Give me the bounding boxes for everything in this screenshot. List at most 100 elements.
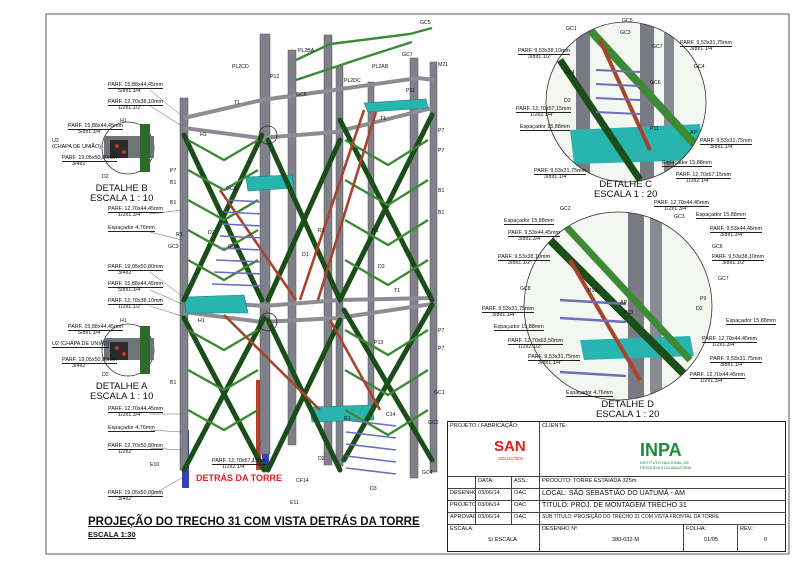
part-label-pl2ba: PL2BA	[298, 48, 315, 54]
drawing-no-value: 380-032-M	[612, 537, 640, 543]
detail-d-part: AP	[620, 300, 627, 306]
callout-text: PARF. 12,70x44,45mm	[108, 206, 164, 213]
callout-text: 1/2x1.3/4"	[118, 412, 143, 418]
callout-text: 1/2x1.3/4"	[118, 212, 143, 218]
callout-text: 3/8x1.1/4"	[690, 46, 715, 52]
x-bracing	[181, 112, 435, 473]
part-label-p7: P7	[438, 128, 445, 134]
callout-text: 3/8x1.1/4"	[544, 174, 569, 180]
part-label-d2: D2	[208, 230, 215, 236]
sig-cell: OAC	[512, 489, 540, 501]
main-tower	[179, 26, 438, 488]
part-label-pl2ab: PL2AB	[372, 64, 389, 70]
date-cell: 03/06/14	[476, 513, 512, 525]
callout-text: PARF. 12,70x44,45mm	[654, 200, 710, 207]
part-label-gc5: GC5	[420, 20, 431, 26]
part-label-gc6: GC6	[296, 92, 307, 98]
callout-text: Espaçador 4,76mm	[108, 425, 155, 432]
callout-text: Espaçador 4,76mm	[108, 225, 155, 232]
client-label: CLIENTE:	[542, 423, 568, 429]
detail-c-part: D2	[564, 98, 571, 104]
callout-text: PARF. 9,53x38,10mm	[498, 254, 551, 261]
callout-text: PARF. 9,53x38,10mm	[712, 254, 765, 261]
callout-text: PARF. 12,70x57,15mm	[676, 172, 732, 179]
callout-text: PARF. 19,05x50,80mm	[108, 264, 164, 271]
detail-c-part: GC4	[694, 64, 705, 70]
callout-text: 1/2x2.1/4"	[686, 178, 711, 184]
callout-text: 3/4x2"	[72, 363, 88, 369]
part-label-p7: P7	[438, 346, 445, 352]
fabricator-label: PROJETO / FABRICAÇÃO:	[450, 423, 519, 429]
scale-cell: ESCALA: S/ ESCALA	[448, 525, 540, 552]
detail-marker-a	[258, 312, 278, 332]
callout-text: 3/8x1.1/4"	[710, 144, 735, 150]
part-label-p12: P12	[270, 74, 280, 80]
callout-text: PARF. 19,05x50,80mm	[62, 357, 118, 364]
part-label-m21: M21	[438, 62, 449, 68]
part-label-r1: R1	[318, 228, 325, 234]
part-label-gc2: GC2	[428, 420, 439, 426]
part-label-r1: R1	[372, 228, 379, 234]
callout-text: 3/8x1.1/2"	[508, 260, 533, 266]
back-of-tower-label: DETRÁS DA TORRE	[196, 473, 283, 483]
callout-text: PARF. 9,53x44,45mm	[710, 226, 763, 233]
detail-c-part: GC4	[564, 70, 575, 76]
drawing-no-label: DESENHO Nº	[542, 526, 578, 532]
callout-text: PARF. 12,70x50,80mm	[108, 443, 164, 450]
detail-d-part: GC7	[718, 276, 729, 282]
date-cell: 03/06/14	[476, 489, 512, 501]
callout-text: PARF. 12,70x38,10mm	[108, 298, 164, 305]
part-label-r1: R1	[176, 232, 183, 238]
callout-text: 1/2x2"	[118, 449, 134, 455]
callout-text: 1/2x1.3/4"	[700, 378, 725, 384]
part-label-p7: P7	[438, 148, 445, 154]
part-label-gc4: GC4	[228, 244, 239, 250]
callout-text: 3/8x1.1/2"	[722, 260, 747, 266]
callout-text: 1/2x1.3/4"	[712, 342, 737, 348]
part-label-b1: B1	[170, 200, 177, 206]
part-label-b1: B1	[170, 180, 177, 186]
callout-text: PARF. 9,53x31,75mm	[534, 168, 587, 175]
ladder-rungs	[211, 199, 397, 475]
detail-c-part: AP	[690, 130, 697, 136]
callout-text: 5/8x1.3/4"	[78, 129, 103, 135]
callout-text: 3/4x2"	[118, 496, 134, 502]
tb-blank	[448, 477, 476, 489]
date-cell: 03/06/14	[476, 501, 512, 513]
part-label-gc8: GC8	[226, 186, 237, 192]
callout-text: 1/2x1.1/2"	[118, 105, 143, 111]
callout-text: U2	[52, 138, 59, 144]
callout-text: Espaçador 15,88mm	[696, 212, 746, 219]
inpa-sub1: INSTITUTO NACIONAL DE	[640, 460, 690, 465]
callout-text: PARF. 19,05x50,80mm	[62, 155, 118, 162]
detail-a-circle	[101, 323, 155, 377]
san-logo-sub: SOLUÇÕES	[498, 456, 524, 461]
part-label-pl2cd: PL2CD	[232, 64, 249, 70]
rev-value: 0	[764, 537, 768, 543]
callout-text: 5/8x1.3/4"	[118, 88, 143, 94]
role-cell: PROJETO	[448, 501, 476, 513]
detail-c-part: GC7	[652, 44, 663, 50]
part-label-gc4: GC4	[422, 470, 433, 476]
callout-text: PARF. 9,53x38,10mm	[518, 48, 571, 55]
detail-marker-b	[258, 125, 278, 145]
callout-text: Espaçador 15,88mm	[504, 218, 554, 225]
rev-label: REV.:	[740, 526, 755, 532]
callout-text: 3/8x1.1/4"	[538, 360, 563, 366]
rev-cell: REV.: 0	[738, 525, 786, 552]
callout-text: PARF. 9,53x31,75mm	[482, 306, 535, 313]
detail-c-part: GC3	[620, 30, 631, 36]
location-cell: LOCAL: SÃO SEBASTIÃO DO UATUMÃ - AM	[540, 489, 786, 501]
part-label-d1: D1	[302, 252, 309, 258]
part-label-e10: E10	[150, 462, 160, 468]
callout-text: PARF. 9,53x44,45mm	[508, 230, 561, 237]
subtitle-cell: SUB TÍTULO: PROJEÇÃO DO TRECHO 31 COM VI…	[540, 513, 786, 525]
callout-text: PARF. 9,53x31,75mm	[528, 354, 581, 361]
inpa-sub2: PESQUISAS DA AMAZÔNIA	[640, 465, 692, 470]
ring-beams	[183, 75, 435, 325]
callout-text: PARF. 15,88x44,45mm	[108, 281, 164, 288]
callout-text: PARF. 12,70x44,45mm	[690, 372, 746, 379]
part-label-p7: P7	[438, 328, 445, 334]
